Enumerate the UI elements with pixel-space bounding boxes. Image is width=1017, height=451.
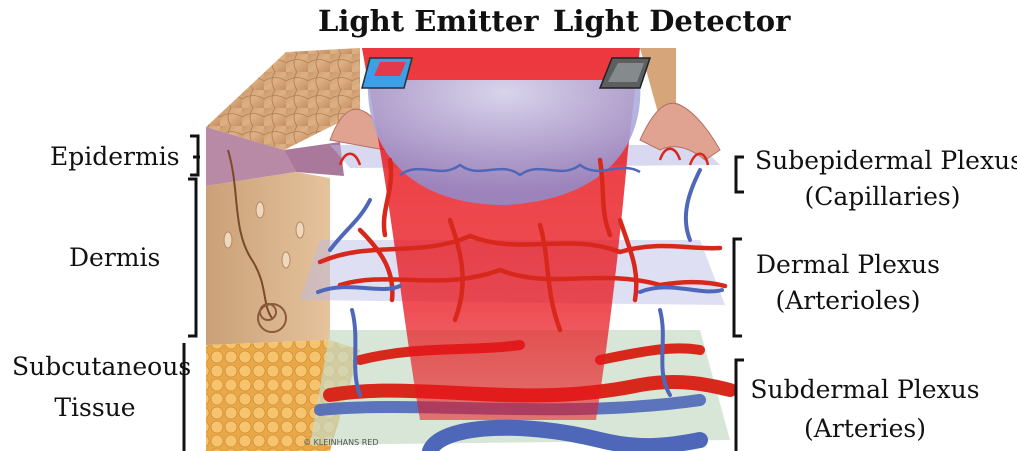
dermal-bracket bbox=[734, 239, 742, 336]
dermis-label: Dermis bbox=[69, 241, 160, 274]
left-brackets bbox=[184, 136, 200, 451]
subcutaneous-label-line1: Subcutaneous bbox=[12, 350, 178, 383]
subdermal-label-line2: (Arteries) bbox=[750, 412, 980, 445]
illustration-credit: © KLEINHANS RED bbox=[303, 438, 379, 447]
right-brackets bbox=[734, 157, 744, 451]
subepidermal-label-line2: (Capillaries) bbox=[755, 180, 1010, 213]
subepidermal-label-line1: Subepidermal Plexus bbox=[755, 144, 1010, 177]
subepidermal-bracket bbox=[736, 157, 744, 192]
dermal-label-line2: (Arterioles) bbox=[748, 284, 948, 317]
epidermis-label: Epidermis bbox=[50, 140, 180, 173]
dermis-bracket bbox=[188, 179, 196, 336]
subcutaneous-label-line2: Tissue bbox=[12, 391, 178, 424]
subdermal-bracket bbox=[736, 360, 744, 451]
dermal-label-line1: Dermal Plexus bbox=[748, 248, 948, 281]
led-emitter-icon bbox=[362, 58, 412, 88]
subdermal-label-line1: Subdermal Plexus bbox=[750, 373, 980, 406]
